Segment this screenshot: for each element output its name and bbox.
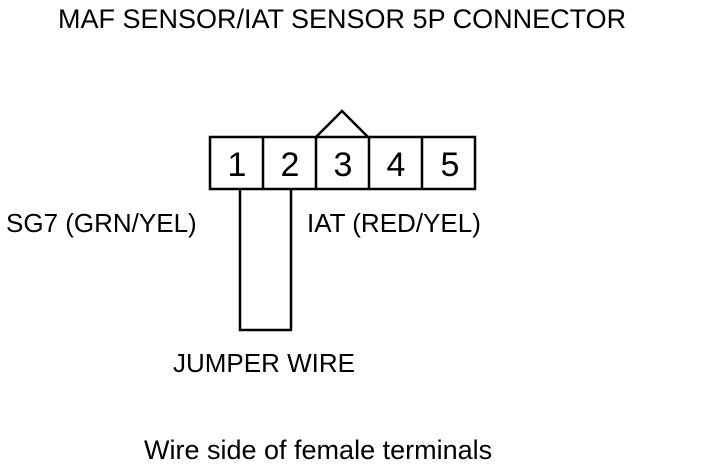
view-caption: Wire side of female terminals	[144, 435, 493, 465]
connector-body	[208, 135, 477, 191]
jumper-wire-label: JUMPER WIRE	[173, 348, 355, 378]
terminal-number: 3	[334, 146, 353, 184]
iat-wire-label: IAT (RED/YEL)	[307, 208, 481, 238]
terminal-number: 4	[387, 146, 406, 184]
jumper-wire	[238, 189, 293, 332]
sg7-wire-label: SG7 (GRN/YEL)	[6, 208, 197, 238]
terminal-number: 1	[228, 146, 247, 184]
terminal-number: 2	[281, 146, 300, 184]
connector-lock-tab	[315, 109, 369, 138]
terminal-number: 5	[441, 146, 460, 184]
diagram-title: MAF SENSOR/IAT SENSOR 5P CONNECTOR	[58, 4, 627, 34]
